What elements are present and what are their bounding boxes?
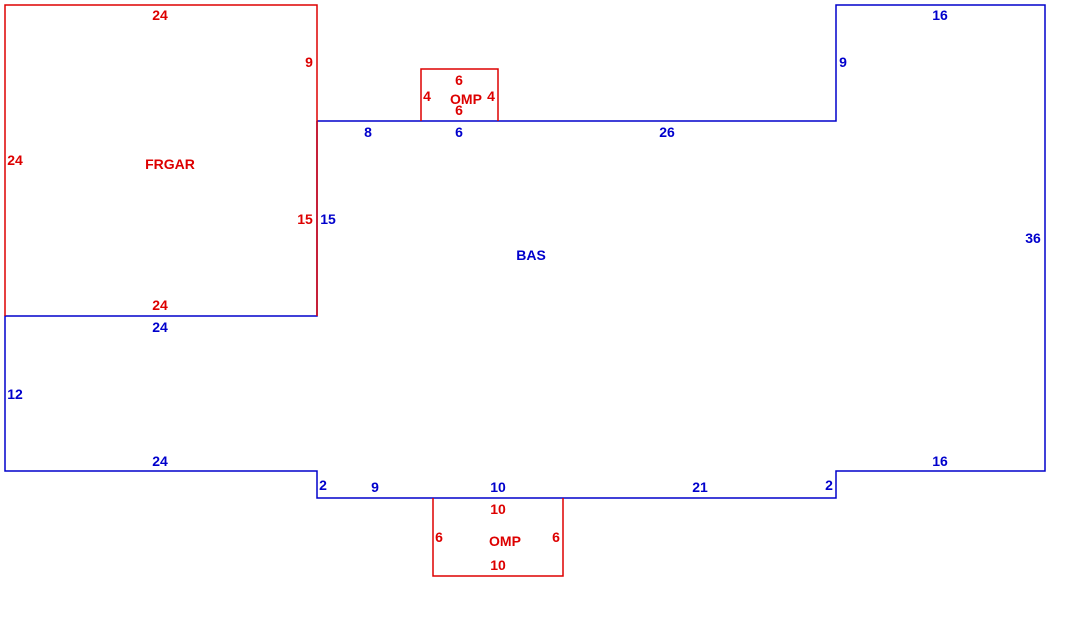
bas-dim-bottom-right-run: 16 xyxy=(932,453,948,469)
omp-top-outline xyxy=(420,68,499,121)
omp-bottom-dim-bottom: 10 xyxy=(490,557,506,573)
frgar-area-label: FRGAR xyxy=(145,156,195,172)
omp-bottom-dim-top: 10 xyxy=(490,501,506,517)
frgar-dim-top: 24 xyxy=(152,7,168,23)
frgar-dim-right-lower: 15 xyxy=(297,211,313,227)
bas-dim-bottom-omp-span: 10 xyxy=(490,479,506,495)
omp-bottom-dim-right: 6 xyxy=(552,529,560,545)
bas-dim-bottom-run-a: 9 xyxy=(371,479,379,495)
bas-dim-top-omp-span: 6 xyxy=(455,124,463,140)
omp-top-dim-top: 6 xyxy=(455,72,463,88)
omp-top-dim-right: 4 xyxy=(487,88,495,104)
bas-area-label: BAS xyxy=(516,247,546,263)
frgar-dim-right-upper: 9 xyxy=(305,54,313,70)
bas-dim-top-right-run: 26 xyxy=(659,124,675,140)
frgar-outline xyxy=(4,4,318,316)
bas-dim-right-wall: 36 xyxy=(1025,230,1041,246)
bas-dim-bottom-left-run: 24 xyxy=(152,453,168,469)
bas-dim-bottom-right-drop: 2 xyxy=(825,477,833,493)
bas-dim-garage-bottom-shared: 24 xyxy=(152,319,168,335)
bas-dim-garage-shared-wall: 15 xyxy=(320,211,336,227)
bas-dim-left-wall: 12 xyxy=(7,386,23,402)
bas-dim-right-step-vertical: 9 xyxy=(839,54,847,70)
omp-bottom-area-label: OMP xyxy=(489,533,521,549)
frgar-dim-bottom: 24 xyxy=(152,297,168,313)
bas-dim-bottom-run-b: 21 xyxy=(692,479,708,495)
omp-top-dim-bottom: 6 xyxy=(455,102,463,118)
omp-bottom-dim-left: 6 xyxy=(435,529,443,545)
omp-bottom-outline xyxy=(432,498,564,577)
bas-dim-top-left-run: 8 xyxy=(364,124,372,140)
frgar-dim-left: 24 xyxy=(7,152,23,168)
bas-dim-bottom-left-drop: 2 xyxy=(319,477,327,493)
omp-top-dim-left: 4 xyxy=(423,88,431,104)
bas-dim-top-step-right: 16 xyxy=(932,7,948,23)
omp-top-area-label: OMP xyxy=(450,91,482,107)
